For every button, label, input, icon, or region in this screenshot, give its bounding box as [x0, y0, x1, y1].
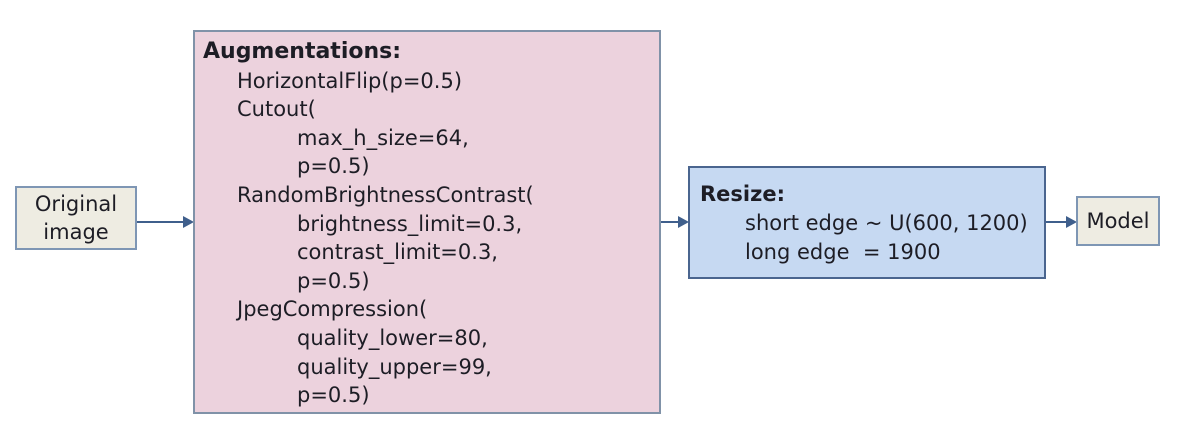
- arrow-original-to-augmentations: [137, 215, 194, 229]
- node-model: Model: [1076, 196, 1160, 246]
- node-augmentations: Augmentations: HorizontalFlip(p=0.5) Cut…: [193, 30, 661, 414]
- augmentation-line-cutout-max-h-size: max_h_size=64,: [297, 125, 469, 150]
- arrow-head-icon: [678, 216, 689, 228]
- model-label: Model: [1086, 209, 1150, 233]
- augmentation-line-jpegcompression: JpegCompression(: [237, 297, 428, 322]
- resize-line-short-edge: short edge ~ U(600, 1200): [745, 211, 1028, 235]
- arrow-shaft: [137, 221, 185, 223]
- arrow-head-icon: [183, 216, 194, 228]
- augmentation-line-quality-lower: quality_lower=80,: [297, 325, 488, 350]
- augmentation-line-cutout-p: p=0.5): [297, 154, 370, 179]
- augmentation-line-horizontalflip: HorizontalFlip(p=0.5): [237, 68, 463, 93]
- node-original-image: Original image: [15, 186, 137, 250]
- arrow-shaft: [661, 221, 680, 223]
- augmentation-line-brightness-limit: brightness_limit=0.3,: [297, 211, 523, 236]
- augmentation-line-contrast-limit: contrast_limit=0.3,: [297, 240, 498, 265]
- augmentation-line-jpeg-p: p=0.5): [297, 383, 370, 408]
- resize-title: Resize:: [700, 182, 785, 206]
- resize-line-long-edge: long edge = 1900: [745, 240, 941, 264]
- original-image-label-line2: image: [43, 220, 109, 244]
- arrow-augmentations-to-resize: [661, 215, 689, 229]
- augmentation-line-cutout: Cutout(: [237, 97, 316, 122]
- arrow-resize-to-model: [1046, 215, 1077, 229]
- original-image-label-line1: Original: [34, 192, 118, 216]
- augmentations-title: Augmentations:: [203, 39, 402, 64]
- node-resize: Resize: short edge ~ U(600, 1200) long e…: [688, 166, 1046, 279]
- augmentation-line-quality-upper: quality_upper=99,: [297, 354, 492, 379]
- arrow-head-icon: [1066, 216, 1077, 228]
- augmentation-line-rbc-p: p=0.5): [297, 268, 370, 293]
- augmentation-line-randombrightnesscontrast: RandomBrightnessContrast(: [237, 182, 534, 207]
- arrow-shaft: [1046, 221, 1068, 223]
